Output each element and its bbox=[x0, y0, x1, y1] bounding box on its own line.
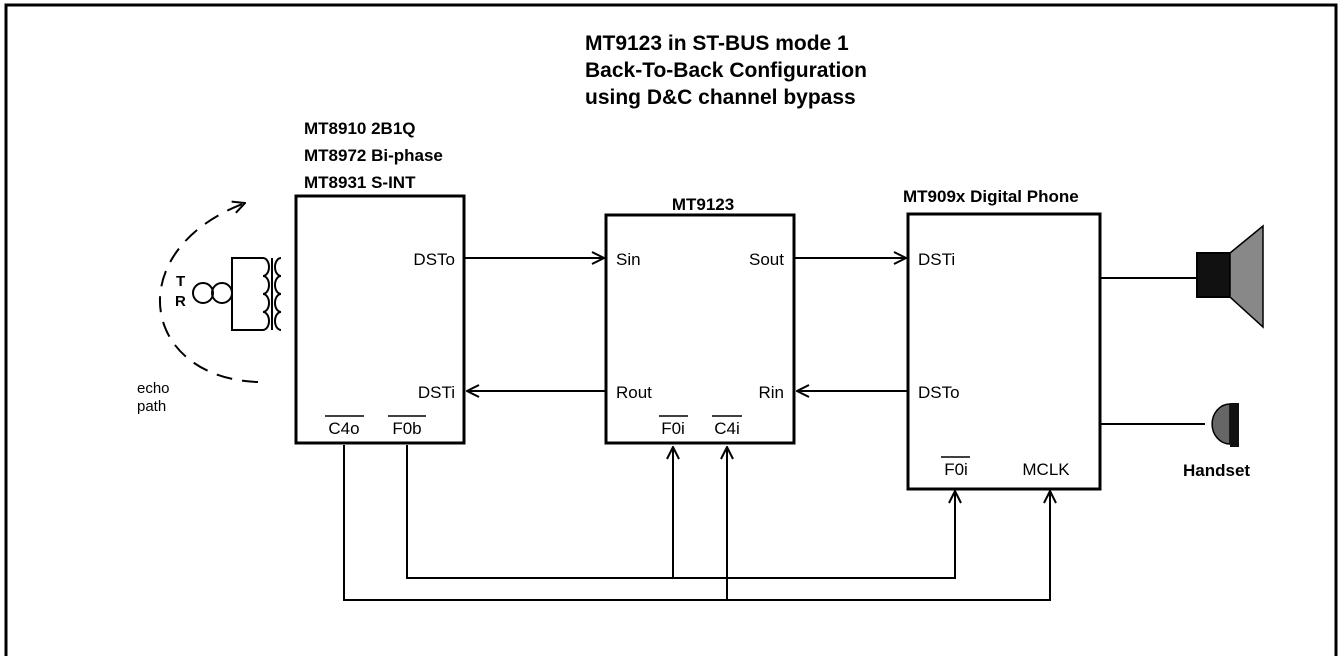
phone-box bbox=[906, 212, 1102, 491]
secondary-winding bbox=[274, 257, 282, 331]
left-pin-c4o: C4o bbox=[328, 419, 359, 438]
title-line-2: Back-To-Back Configuration bbox=[585, 59, 867, 82]
line-transformer: T R bbox=[175, 257, 282, 331]
mt9123-pin-rin: Rin bbox=[758, 383, 784, 402]
left-device-heading-1: MT8910 2B1Q bbox=[304, 119, 416, 138]
c4o-bus bbox=[343, 445, 1051, 601]
mt9123-pin-sin: Sin bbox=[616, 250, 641, 269]
title-line-3: using D&C channel bypass bbox=[585, 86, 856, 109]
mt9123-pin-sout: Sout bbox=[749, 250, 784, 269]
echo-path-arrow bbox=[159, 203, 259, 383]
diagram-title: MT9123 in ST-BUS mode 1 Back-To-Back Con… bbox=[585, 32, 867, 109]
tr-coil-left bbox=[192, 282, 214, 304]
phone-heading: MT909x Digital Phone bbox=[903, 187, 1079, 206]
primary-leads bbox=[231, 257, 263, 331]
ring-label: R bbox=[175, 293, 186, 310]
left-device-heading-2: MT8972 Bi-phase bbox=[304, 146, 443, 165]
echo-label-2: path bbox=[137, 398, 166, 415]
primary-winding bbox=[262, 257, 270, 331]
handset-label: Handset bbox=[1183, 461, 1250, 480]
left-pin-dsti: DSTi bbox=[418, 383, 455, 402]
echo-label-1: echo bbox=[137, 380, 170, 397]
left-device-heading-3: MT8931 S-INT bbox=[304, 173, 416, 192]
phone-pin-dsto: DSTo bbox=[918, 383, 960, 402]
phone-pin-f0i: F0i bbox=[944, 460, 968, 479]
mt9123-pin-c4i: C4i bbox=[714, 419, 740, 438]
tr-coil-right bbox=[211, 282, 233, 304]
mt9123-pin-f0i: F0i bbox=[661, 419, 685, 438]
left-device-box bbox=[294, 194, 466, 445]
clock-wiring bbox=[343, 445, 1051, 601]
left-pin-f0b: F0b bbox=[392, 419, 421, 438]
phone-pin-mclk: MCLK bbox=[1022, 460, 1070, 479]
handset-icon bbox=[1211, 403, 1239, 447]
f0b-bus bbox=[406, 445, 956, 579]
left-pin-dsto: DSTo bbox=[413, 250, 455, 269]
outer-frame bbox=[4, 3, 1338, 661]
title-line-1: MT9123 in ST-BUS mode 1 bbox=[585, 32, 849, 55]
tip-label: T bbox=[176, 273, 185, 290]
mt9123-box bbox=[604, 213, 796, 445]
mt9123-heading: MT9123 bbox=[672, 195, 734, 214]
phone-pin-dsti: DSTi bbox=[918, 250, 955, 269]
speaker-icon bbox=[1196, 224, 1264, 329]
mt9123-pin-rout: Rout bbox=[616, 383, 652, 402]
